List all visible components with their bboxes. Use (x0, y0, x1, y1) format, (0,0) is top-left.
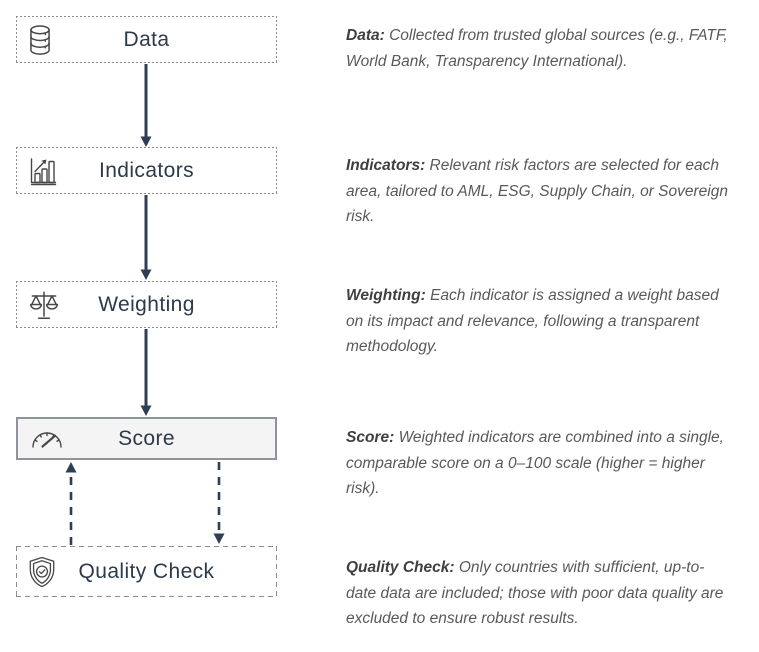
shield-check-icon (27, 554, 57, 590)
description-lead: Score: (346, 429, 395, 446)
flow-node-label: Weighting (98, 292, 195, 316)
description-text: Indicators: Relevant risk factors are se… (346, 157, 728, 225)
description-box-score: Score: Weighted indicators are combined … (332, 415, 745, 512)
flow-node-label: Score (118, 426, 175, 450)
description-lead: Weighting: (346, 287, 426, 304)
scales-icon (27, 289, 61, 321)
description-lead: Indicators: (346, 157, 426, 174)
flow-node-label: Data (123, 27, 170, 51)
flow-node-weighting: Weighting (16, 281, 277, 328)
flow-node-score: Score (16, 417, 277, 460)
arrow-score-to-quality-check-dashed (213, 462, 225, 544)
description-box-data: Data: Collected from trusted global sour… (332, 13, 745, 92)
flow-node-quality-check: Quality Check (16, 546, 277, 597)
flow-node-label: Indicators (98, 158, 195, 182)
flow-node-data: Data (16, 16, 277, 63)
arrow-data-to-indicators (140, 64, 152, 147)
flow-node-indicators: Indicators (16, 147, 277, 194)
database-icon (27, 24, 53, 56)
description-text: Quality Check: Only countries with suffi… (346, 559, 724, 627)
description-box-weighting: Weighting: Each indicator is assigned a … (332, 273, 745, 381)
description-lead: Data: (346, 27, 385, 44)
bar-chart-icon (27, 156, 57, 186)
arrow-quality-check-to-score-dashed (65, 462, 77, 545)
description-lead: Quality Check: (346, 559, 455, 576)
description-text: Data: Collected from trusted global sour… (346, 27, 728, 70)
flow-node-label: Quality Check (78, 559, 215, 583)
arrow-weighting-to-score (140, 329, 152, 416)
description-text: Weighting: Each indicator is assigned a … (346, 287, 719, 355)
arrow-indicators-to-weighting (140, 195, 152, 280)
gauge-icon (29, 426, 65, 452)
description-box-indicators: Indicators: Relevant risk factors are se… (332, 143, 745, 247)
description-text: Score: Weighted indicators are combined … (346, 429, 724, 497)
description-box-quality-check: Quality Check: Only countries with suffi… (332, 545, 745, 644)
